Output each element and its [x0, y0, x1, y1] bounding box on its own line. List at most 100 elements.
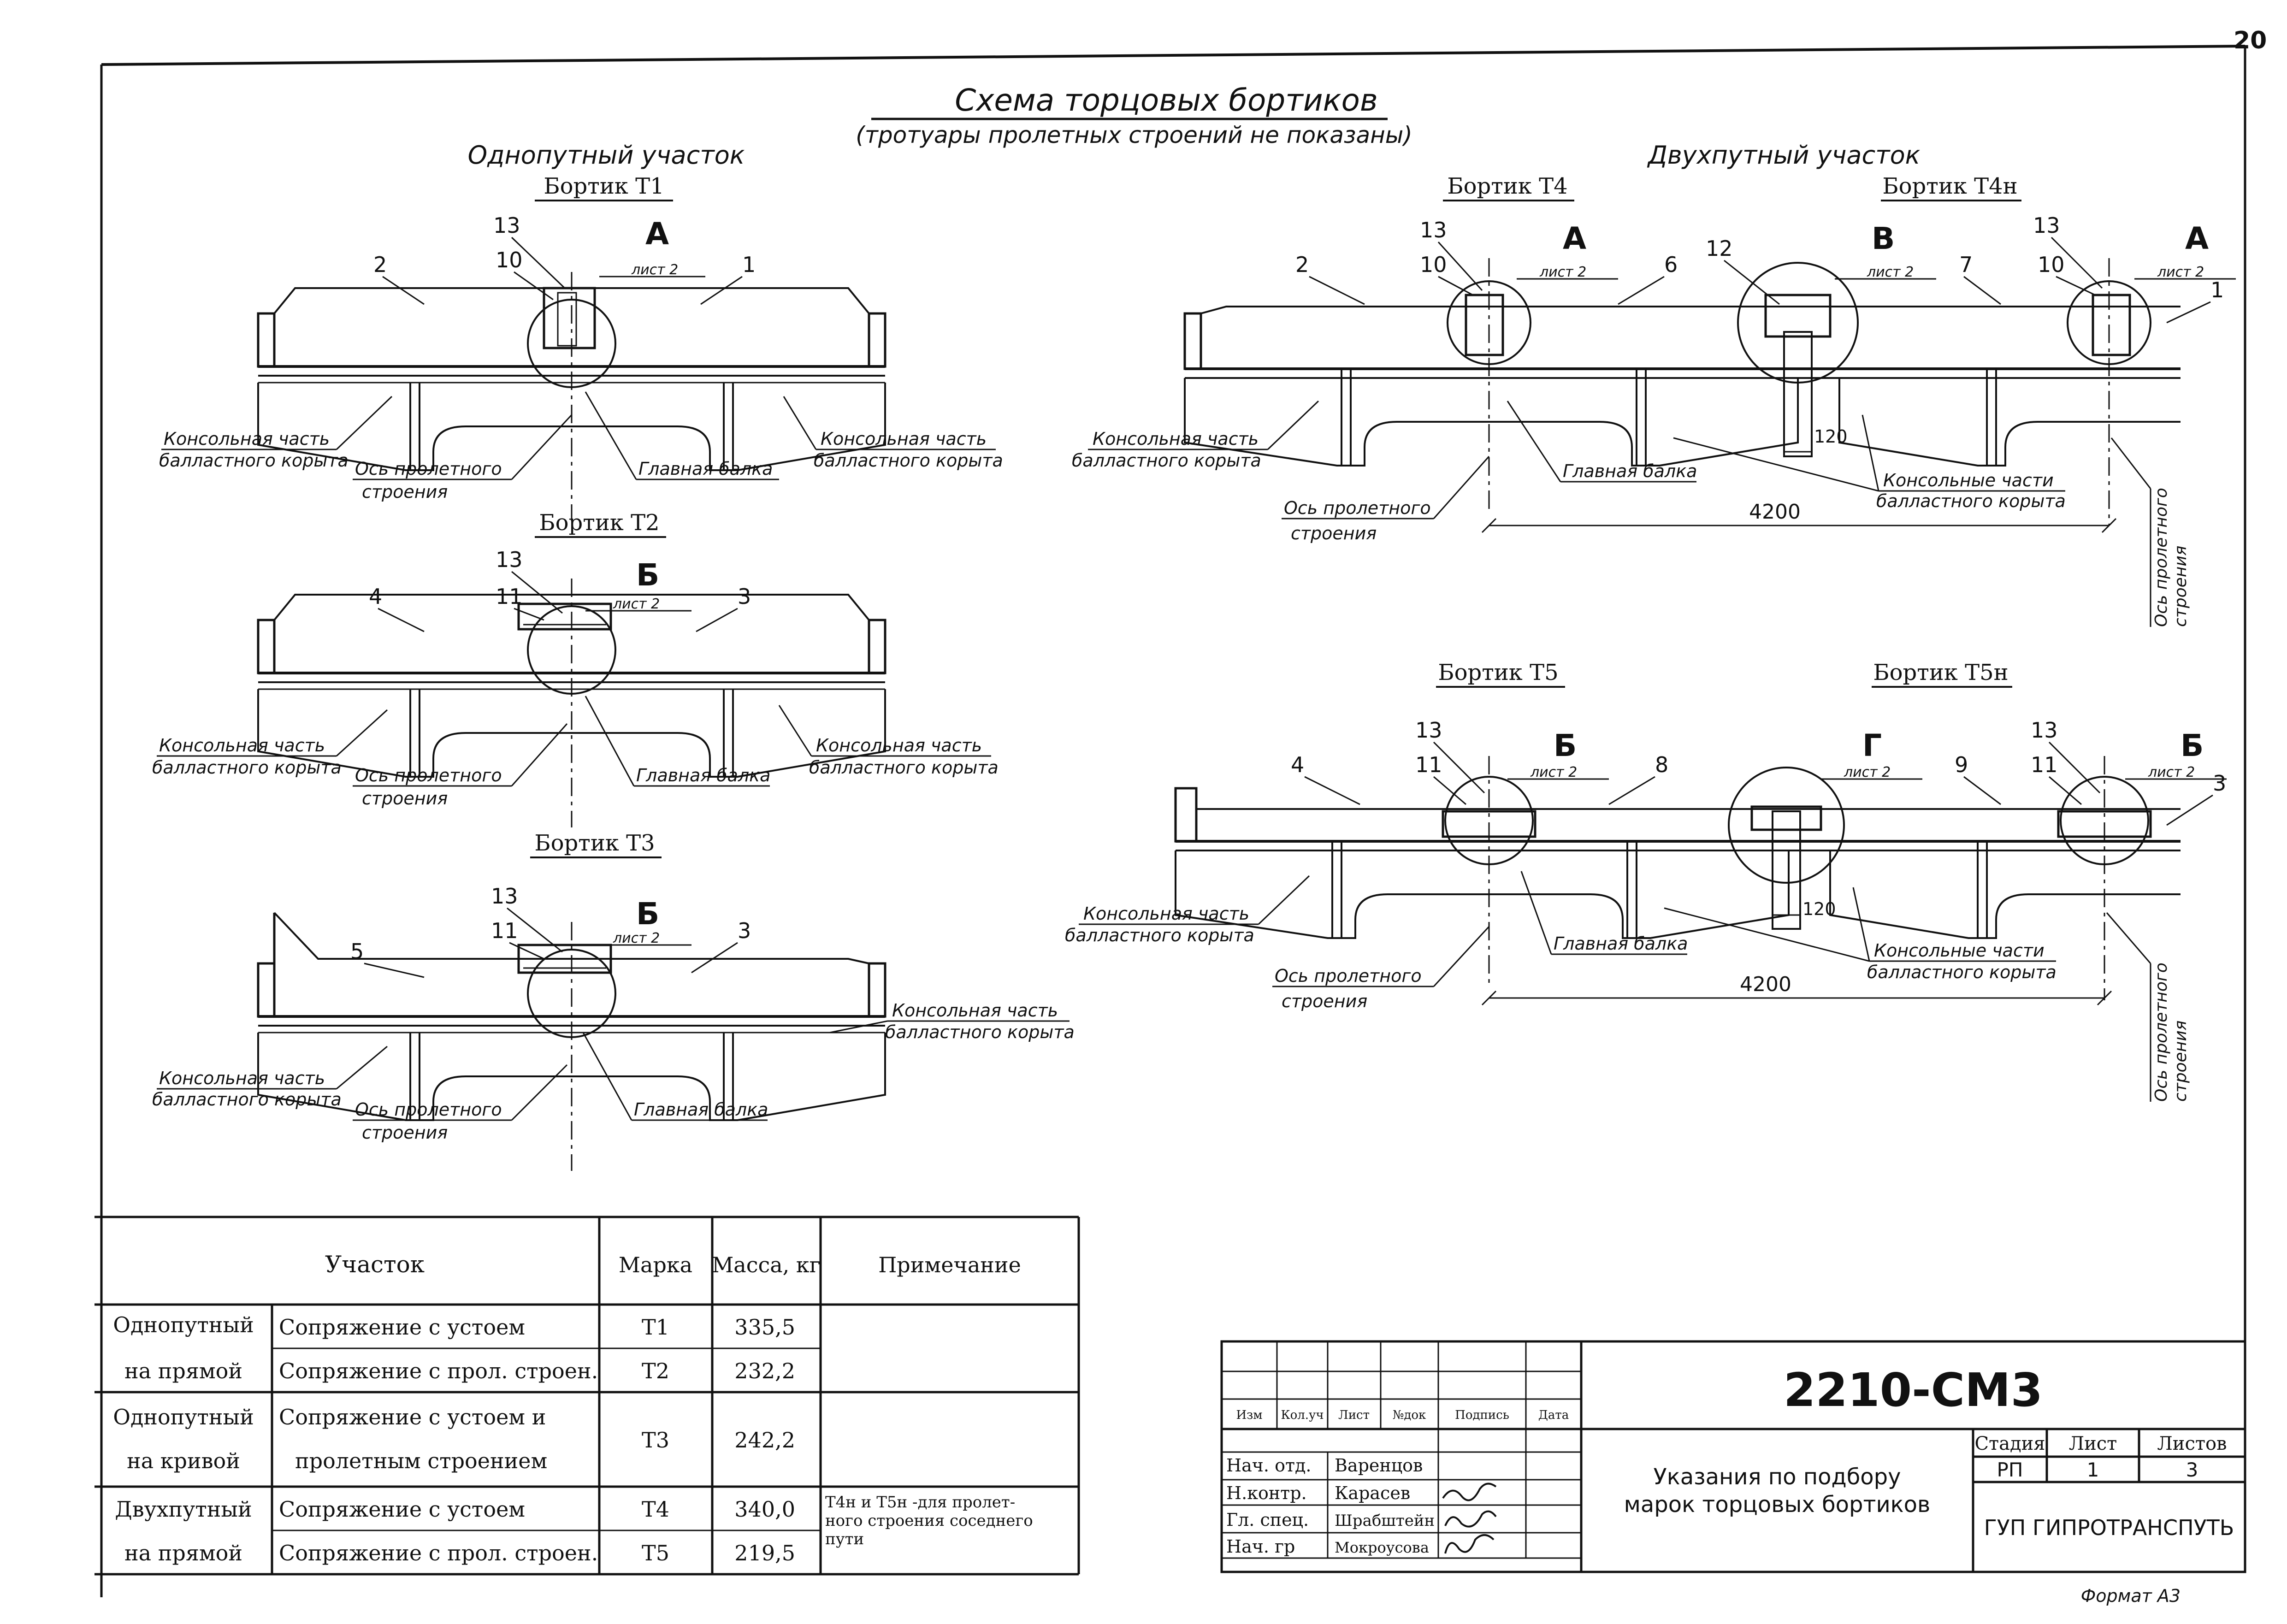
- pos-number: 13: [1420, 218, 1447, 242]
- stamp-name: Шрабштейн: [1335, 1512, 1435, 1530]
- label-axis-vertical: Ось пролетного: [2152, 488, 2171, 627]
- table-desc: Сопряжение с прол. строен.: [279, 1358, 598, 1383]
- label-main-beam: Главная балка: [638, 459, 773, 479]
- mass-table: Участок Марка Масса, кг Примечание Одноп…: [95, 1216, 1080, 1576]
- label-cantilevers: Консольные части: [1874, 940, 2045, 961]
- sheet-number: 20: [2234, 27, 2267, 54]
- single-track-title: Однопутный участок: [468, 141, 745, 170]
- callout-letter: Б: [1554, 728, 1577, 763]
- label-cantilever: Консольная часть: [816, 735, 982, 756]
- pos-number: 2: [373, 252, 387, 277]
- panel-t4: Бортик Т4 Бортик Т4н 2 13 10 6: [1072, 173, 2236, 627]
- label-main-beam: Главная балка: [634, 1099, 768, 1120]
- pos-number: 10: [2038, 252, 2065, 277]
- pos-number: 13: [1415, 718, 1442, 743]
- table-note: ного строения соседнего: [825, 1512, 1033, 1530]
- table-mark: Т5: [642, 1541, 669, 1565]
- pos-number: 3: [738, 584, 751, 609]
- table-group: на прямой: [124, 1358, 242, 1383]
- label-axis: Ось пролетного: [1284, 498, 1431, 518]
- stamp-desc: марок торцовых бортиков: [1624, 1492, 1931, 1518]
- title-block: Изм Кол.уч Лист №док Подпись Дата Нач. о…: [1220, 1340, 2246, 1573]
- panel-t5-title: Бортик Т5: [1438, 660, 1558, 685]
- label-ballast: балластного корыта: [809, 757, 999, 778]
- signature: [1444, 1534, 1495, 1554]
- label-axis: Ось пролетного: [355, 1099, 502, 1120]
- pos-number: 12: [1706, 236, 1733, 261]
- label-axis: Ось пролетного: [355, 765, 502, 785]
- stamp-sheets-header: Листов: [2157, 1433, 2227, 1454]
- stamp-org: ГУП ГИПРОТРАНСПУТЬ: [1984, 1515, 2234, 1540]
- pos-number: 13: [491, 884, 518, 909]
- table-group: Однопутный: [113, 1405, 254, 1429]
- label-cantilever: Консольная часть: [1083, 904, 1249, 924]
- table-mass: 242,2: [734, 1428, 795, 1453]
- pos-number: 1: [742, 252, 756, 277]
- table-header: Масса, кг: [712, 1252, 821, 1277]
- stamp-sheets: 3: [2186, 1459, 2198, 1481]
- table-header: Участок: [325, 1251, 425, 1278]
- label-ballast: балластного корыта: [814, 450, 1003, 471]
- label-axis: Ось пролетного: [1275, 966, 1422, 986]
- stamp-col: Изм: [1236, 1408, 1262, 1422]
- table-group: Двухпутный: [115, 1497, 252, 1522]
- callout-ref: лист 2: [1539, 264, 1586, 280]
- callout-letter: Б: [636, 557, 659, 593]
- table-mass: 232,2: [734, 1358, 795, 1383]
- stamp-code: 2210-СМ3: [1784, 1363, 2043, 1417]
- table-desc: Сопряжение с прол. строен.: [279, 1541, 598, 1565]
- table-group: на прямой: [124, 1541, 242, 1565]
- label-main-beam: Главная балка: [1563, 461, 1697, 481]
- signature: [1444, 1510, 1497, 1528]
- stamp-name: Карасев: [1335, 1483, 1410, 1503]
- pos-number: 7: [1959, 252, 1973, 277]
- frame-top: [101, 45, 2246, 66]
- table-mark: Т4: [642, 1497, 669, 1522]
- table-header: Марка: [619, 1252, 692, 1277]
- callout-ref: лист 2: [1867, 264, 1914, 280]
- table-mass: 219,5: [734, 1541, 795, 1565]
- label-ballast: балластного корыта: [152, 1089, 342, 1110]
- table-desc: Сопряжение с устоем: [279, 1497, 525, 1522]
- table-desc: Сопряжение с устоем: [279, 1315, 525, 1340]
- table-header: Примечание: [878, 1252, 1021, 1277]
- label-axis: Ось пролетного: [355, 459, 502, 479]
- label-ballast: балластного корыта: [885, 1022, 1075, 1042]
- pos-number: 11: [2031, 752, 2058, 777]
- dimension-120: 120: [1802, 899, 1836, 919]
- callout-letter: А: [2185, 221, 2209, 256]
- stamp-stage-header: Стадия: [1974, 1433, 2045, 1454]
- label-axis: строения: [362, 482, 448, 502]
- callout-ref: лист 2: [1530, 764, 1577, 780]
- callout-letter: Б: [2181, 728, 2204, 763]
- callout-letter: Г: [1862, 728, 1882, 763]
- pos-number: 11: [1415, 752, 1442, 777]
- callout-ref: лист 2: [631, 262, 678, 278]
- label-main-beam: Главная балка: [636, 765, 770, 785]
- panel-t5: Бортик Т5 Бортик Т5н 4 13 11 8 9: [1065, 660, 2227, 1102]
- callout-ref: лист 2: [2157, 264, 2204, 280]
- label-cantilever: Консольная часть: [892, 1000, 1058, 1021]
- label-axis: строения: [362, 788, 448, 809]
- label-cantilever: Консольная часть: [1093, 429, 1259, 449]
- table-mark: Т3: [642, 1428, 669, 1453]
- table-desc: Сопряжение с устоем и: [279, 1405, 546, 1429]
- label-axis-vertical: строения: [2171, 546, 2190, 627]
- label-axis-vertical: строения: [2171, 1021, 2190, 1102]
- panel-t5n-title: Бортик Т5н: [1873, 660, 2008, 685]
- stamp-role: Гл. спец.: [1226, 1510, 1309, 1530]
- dimension-4200: 4200: [1749, 500, 1801, 524]
- callout-letter: А: [645, 216, 669, 252]
- table-note: Т4н и Т5н -для пролет-: [825, 1493, 1015, 1512]
- callout-ref: лист 2: [2148, 764, 2195, 780]
- label-cantilever: Консольная часть: [159, 1068, 325, 1088]
- callout-letter: В: [1872, 221, 1895, 256]
- callout-ref: лист 2: [613, 596, 660, 612]
- panel-t3-title: Бортик Т3: [534, 830, 655, 856]
- table-mark: Т2: [642, 1358, 669, 1383]
- pos-number: 4: [1291, 752, 1304, 777]
- pos-number: 13: [496, 547, 523, 572]
- stamp-role: Н.контр.: [1226, 1483, 1307, 1503]
- panel-t3: Бортик Т3 5 13 11 3 Б лист 2 Консольная …: [152, 830, 1075, 1171]
